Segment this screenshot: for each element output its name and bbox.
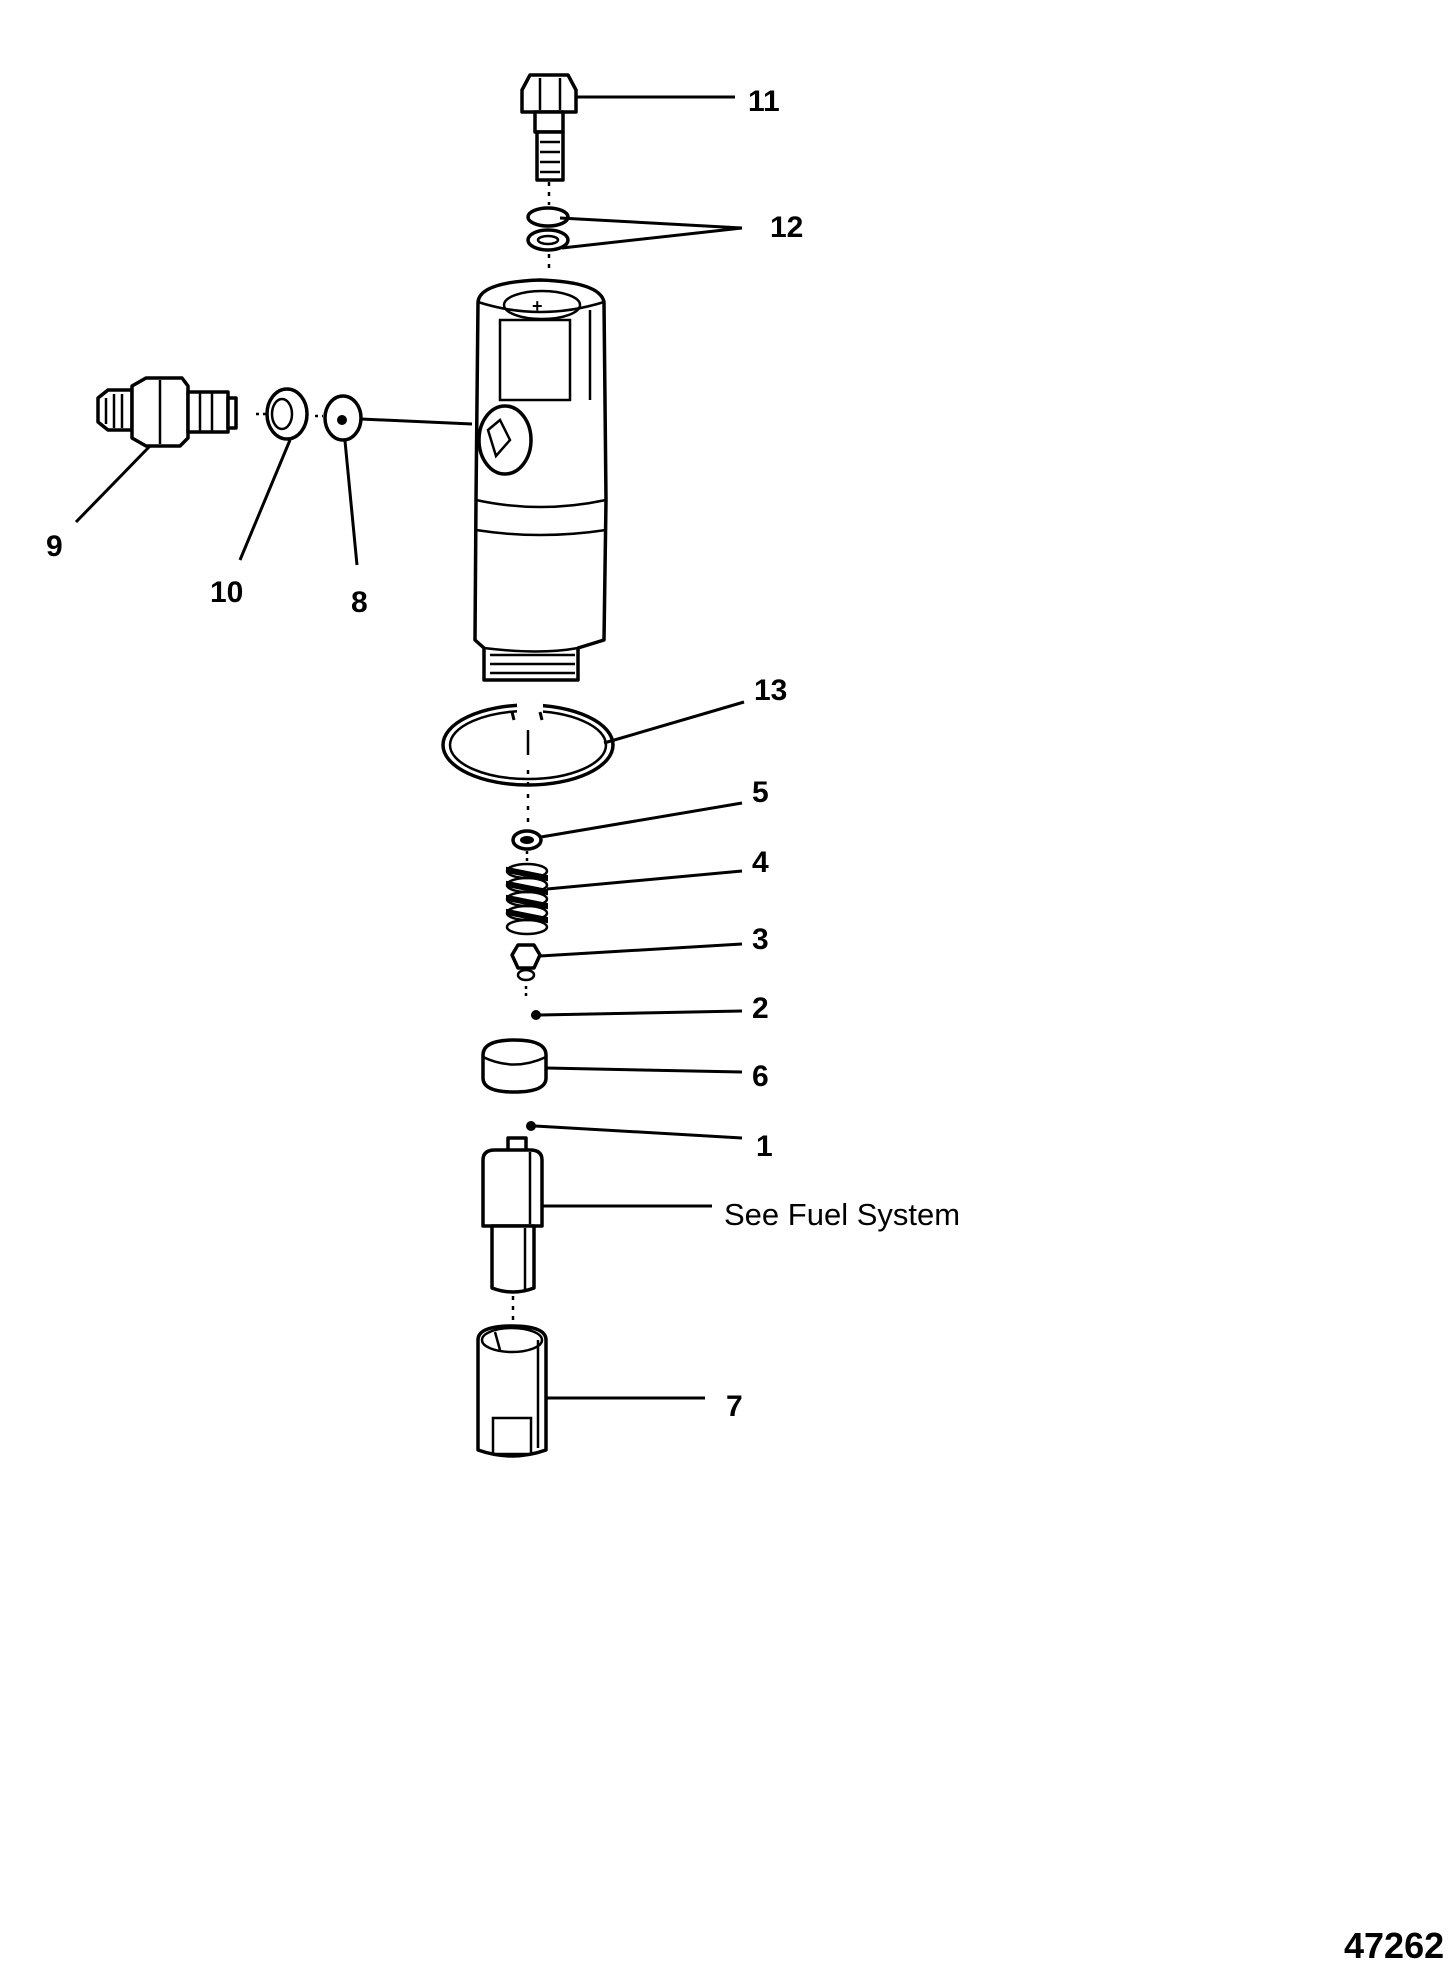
- part-9-inlet-connector: [96, 376, 238, 448]
- injector-nozzle: [481, 1136, 544, 1294]
- part-4-spring: [505, 862, 549, 936]
- part-1-pin: [526, 1121, 536, 1131]
- callout-8: 8: [351, 586, 368, 619]
- callout-5: 5: [752, 776, 769, 809]
- leader-lines: [74, 95, 745, 1400]
- part-2-pin: [531, 1010, 541, 1020]
- part-3-spring-seat: [510, 943, 542, 982]
- callout-12: 12: [770, 211, 803, 244]
- callout-7: 7: [726, 1390, 743, 1423]
- callout-2: 2: [752, 992, 769, 1025]
- part-10-ring: [265, 387, 309, 441]
- callout-13: 13: [754, 674, 787, 707]
- callout-4: 4: [752, 846, 769, 879]
- figure-number: 47262: [1344, 1925, 1444, 1966]
- part-12-sealing-rings: [526, 206, 570, 252]
- callout-1: 1: [756, 1130, 773, 1163]
- part-11-bolt: [520, 73, 578, 182]
- injector-holder-body: +: [473, 278, 608, 682]
- callout-10: 10: [210, 576, 243, 609]
- part-5-shim: [511, 829, 543, 851]
- callout-3: 3: [752, 923, 769, 956]
- callout-11: 11: [748, 85, 780, 118]
- part-7-nozzle-nut: [476, 1324, 548, 1458]
- part-8-washer: [323, 394, 363, 442]
- callout-9: 9: [46, 530, 63, 563]
- svg-text:+: +: [532, 296, 543, 316]
- callout-6: 6: [752, 1060, 769, 1093]
- part-6-intermediate-disc: [481, 1038, 548, 1094]
- see-fuel-system-note: See Fuel System: [724, 1197, 960, 1232]
